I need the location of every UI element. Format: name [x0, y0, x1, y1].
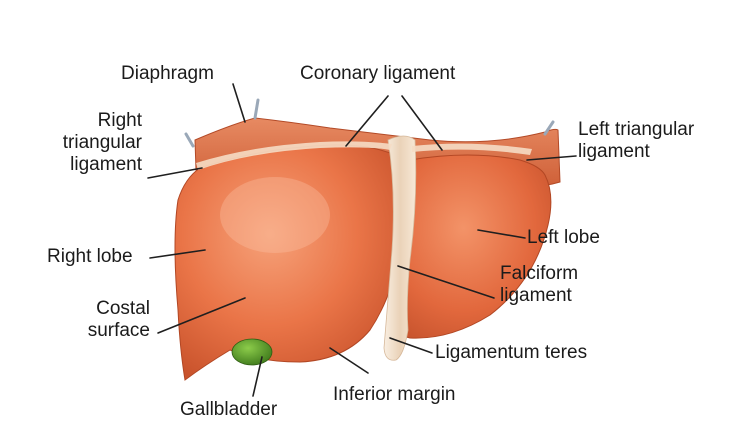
label-right-triangular-ligament: Right triangular ligament [40, 110, 142, 176]
label-line: ligament [578, 141, 694, 163]
label-left-lobe: Left lobe [527, 227, 600, 249]
label-falciform-ligament: Falciform ligament [500, 263, 578, 307]
label-line: Left triangular [578, 119, 694, 141]
label-right-lobe: Right lobe [47, 246, 133, 268]
label-line: ligament [500, 285, 578, 307]
label-costal-surface: Costal surface [60, 298, 150, 342]
label-line: ligament [40, 154, 142, 176]
label-line: Right [40, 110, 142, 132]
label-coronary-ligament: Coronary ligament [300, 63, 455, 85]
label-gallbladder: Gallbladder [180, 399, 277, 421]
label-line: Falciform [500, 263, 578, 285]
label-line: surface [60, 320, 150, 342]
label-left-triangular-ligament: Left triangular ligament [578, 119, 694, 163]
label-inferior-margin: Inferior margin [333, 384, 456, 406]
label-ligamentum-teres: Ligamentum teres [435, 342, 587, 364]
label-line: triangular [40, 132, 142, 154]
label-diaphragm: Diaphragm [121, 63, 214, 85]
gallbladder-shape [232, 339, 272, 365]
label-line: Costal [60, 298, 150, 320]
